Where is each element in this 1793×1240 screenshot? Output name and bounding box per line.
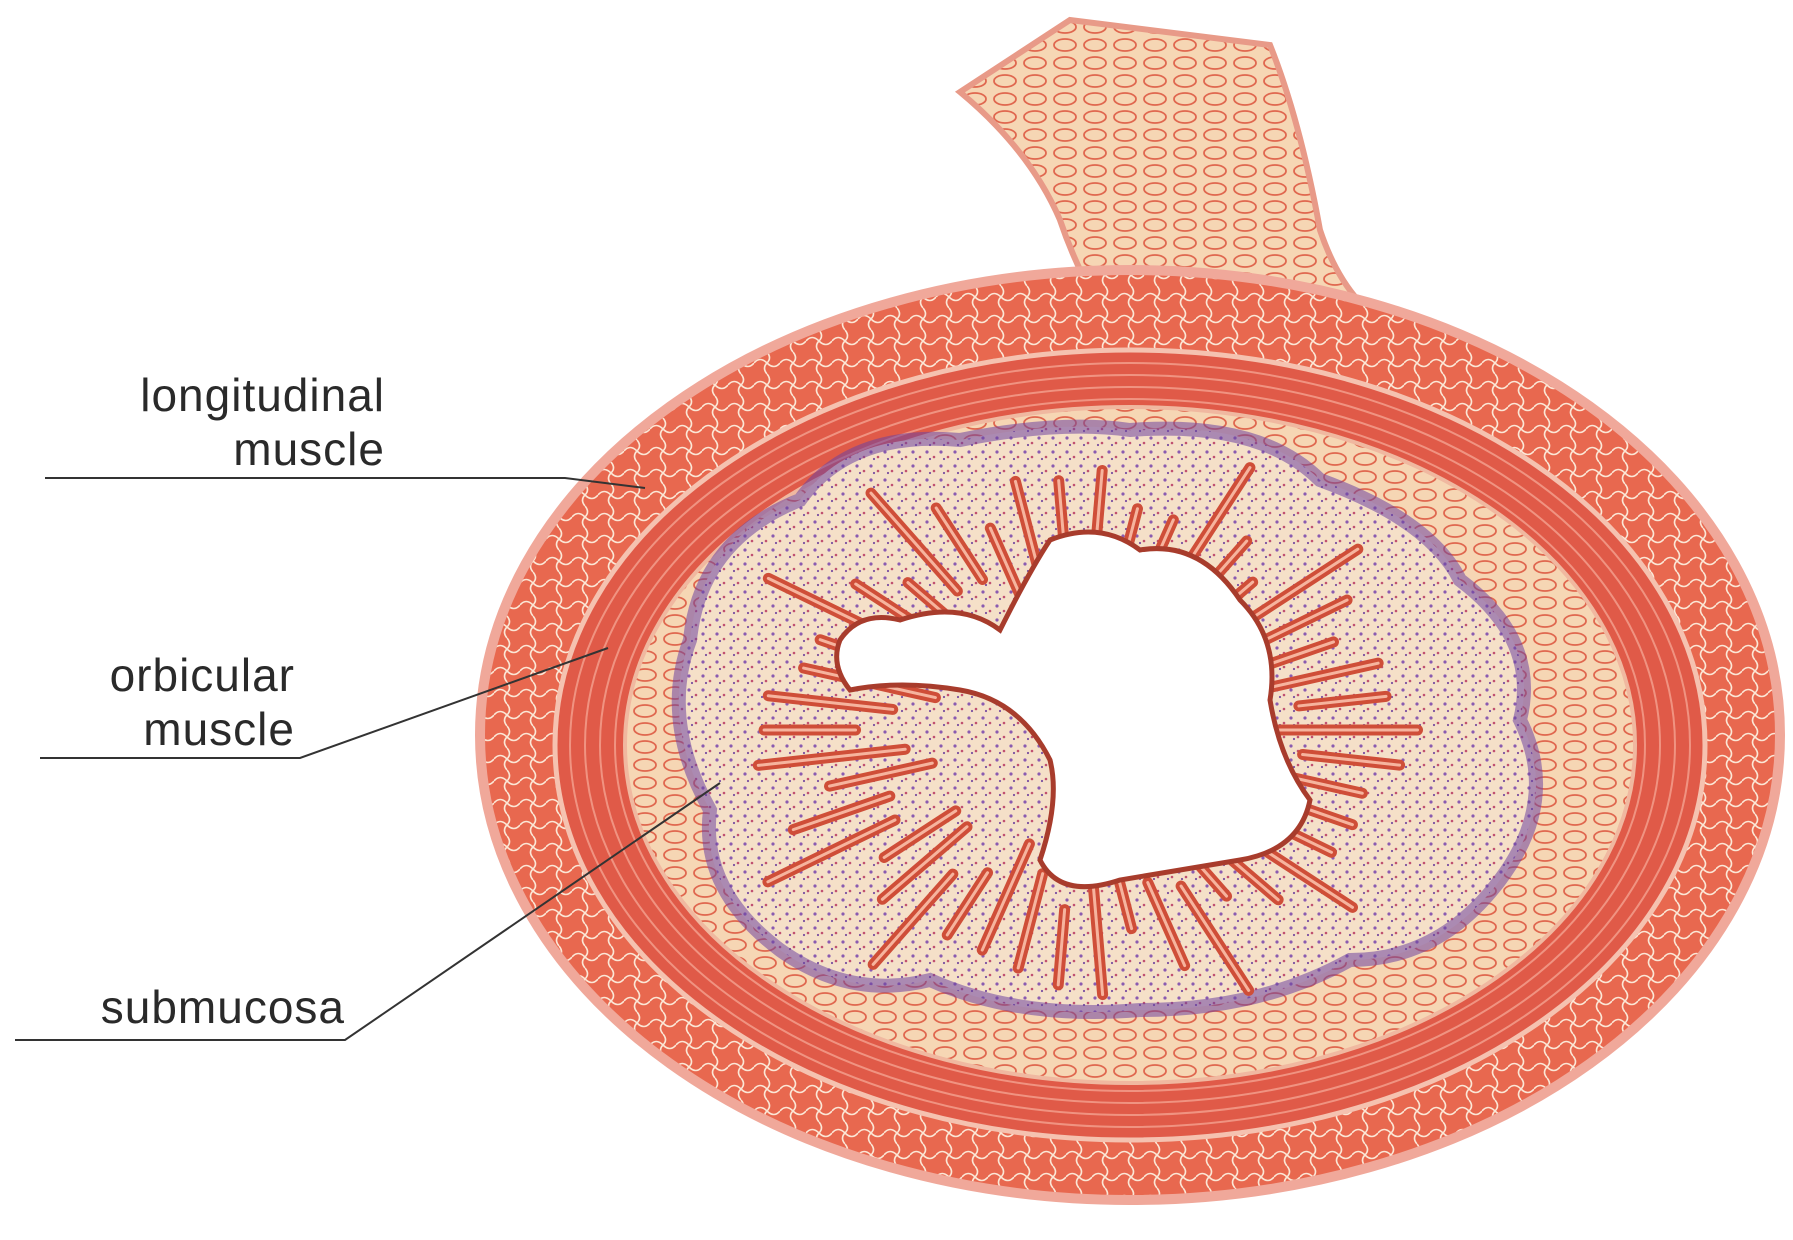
label-orbicular-line1: orbicular (45, 648, 295, 702)
label-submucosa-line1: submucosa (15, 980, 345, 1034)
label-orbicular-muscle: orbicular muscle (45, 648, 295, 756)
label-longitudinal-line1: longitudinal (60, 368, 385, 422)
longitudinal-leader-line (45, 478, 645, 488)
label-orbicular-line2: muscle (45, 702, 295, 756)
label-submucosa: submucosa (15, 980, 345, 1034)
label-longitudinal-muscle: longitudinal muscle (60, 368, 385, 476)
label-longitudinal-line2: muscle (60, 422, 385, 476)
